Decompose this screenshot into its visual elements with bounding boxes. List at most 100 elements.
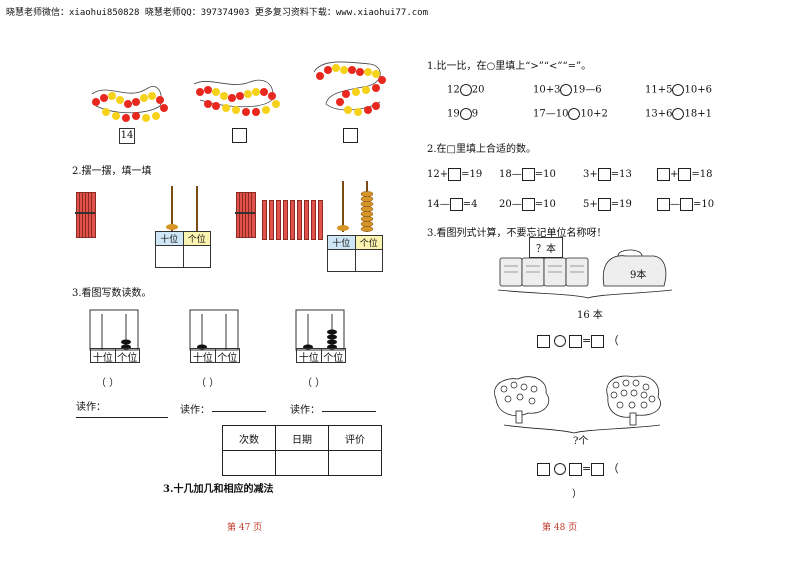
fill-box[interactable] [678,168,692,181]
fill-box[interactable] [597,168,611,181]
fill-row-2: 14—=4 20—=10 5+=19 —=10 [427,198,715,211]
abacus-1-answer[interactable] [155,245,211,268]
eq-box[interactable] [591,462,605,476]
bead [260,88,268,96]
bead [212,88,220,96]
bead [108,92,116,100]
apples-total-label: ?个 [573,436,589,447]
eval-cell[interactable] [275,450,329,476]
bead [262,106,270,114]
bead [148,92,156,100]
books-unknown-label: ？本 [529,237,563,258]
fill-box[interactable] [521,198,535,211]
beads-answer-box-2[interactable] [232,128,247,143]
ones-label: 个位 [323,353,344,364]
bead [102,108,110,116]
equation-2-close: ） [572,489,582,500]
fill-box[interactable] [657,198,670,211]
bead [364,68,372,76]
eval-header-count: 次数 [222,425,276,451]
answer-paren-1[interactable]: （ ） [96,378,120,389]
ones-label: 个位 [183,232,210,245]
eval-header-date: 日期 [275,425,329,451]
compare-circle[interactable] [459,84,472,96]
bead [344,106,352,114]
apple [530,385,538,393]
eq-circle[interactable] [553,463,566,475]
read-line-3[interactable] [322,410,376,412]
books-known-label: 9本 [630,270,647,281]
stick-band [75,212,95,214]
fill-box[interactable] [448,168,462,181]
read-label-3: 读作： [290,405,320,416]
bead [220,92,228,100]
bead [324,66,332,74]
eq-circle[interactable] [553,335,566,347]
stick [283,200,288,240]
apple [630,389,638,397]
equation-2: = （ [537,460,619,476]
bead [356,68,364,76]
bead [92,98,100,106]
beads-answer-box[interactable]: 14 [119,128,135,144]
bead [112,112,120,120]
bead [228,94,236,102]
compare-circle[interactable] [560,84,573,96]
read-line-1[interactable] [76,416,168,418]
bead [378,76,386,84]
stick [91,192,96,238]
eq-box[interactable] [591,334,605,348]
bead [124,100,132,108]
eq-box[interactable] [537,462,550,476]
ones-label: 个位 [117,353,138,364]
eq-box[interactable] [569,334,582,348]
apple [640,401,648,409]
fill-row-1: 12+=19 18—=10 3+=13 +=18 [427,168,713,181]
apple [642,383,650,391]
apple [612,381,620,389]
fill-box[interactable] [521,168,535,181]
bead [268,92,276,100]
stick [290,200,295,240]
beads-answer-box-3[interactable] [343,128,358,143]
eval-cell[interactable] [328,450,382,476]
stick [251,192,256,238]
question-3-title: 3.看图写数读数。 [72,288,152,299]
eval-cell[interactable] [222,450,276,476]
compare-circle[interactable] [672,84,685,96]
fill-box[interactable] [680,198,693,211]
right-q3-title: 3.看图列式计算，不要忘记单位名称呀！ [427,228,607,239]
bead [252,108,260,116]
fill-box[interactable] [597,198,611,211]
counting-frame-2 [189,309,239,351]
apple [632,379,640,387]
bead [142,114,150,122]
bead [244,90,252,98]
bead [132,112,140,120]
frame-1-labels: 十位 个位 [90,348,140,364]
stick [311,200,316,240]
bead [242,108,250,116]
compare-circle[interactable] [459,108,472,120]
bead [272,100,280,108]
read-line-2[interactable] [212,410,266,412]
abacus-1-labels: 十位 个位 [155,231,211,246]
fill-box[interactable] [657,168,670,181]
compare-circle[interactable] [568,108,581,120]
abacus-1 [166,186,198,232]
eq-box[interactable] [537,334,550,348]
bead [204,86,212,94]
abacus-bead [360,211,374,217]
bead [100,94,108,102]
fill-box[interactable] [449,198,463,211]
right-q2-title: 2.在□里填上合适的数。 [427,144,536,155]
apple [620,389,628,397]
compare-circle[interactable] [672,108,685,120]
eq-box[interactable] [569,462,582,476]
answer-paren-3[interactable]: （ ） [302,378,326,389]
abacus-2-answer[interactable] [327,249,383,272]
answer-paren-2[interactable]: （ ） [196,378,220,389]
fill-grid: 12+=19 18—=10 3+=13 +=18 14—=4 20—=10 5+… [427,168,737,228]
